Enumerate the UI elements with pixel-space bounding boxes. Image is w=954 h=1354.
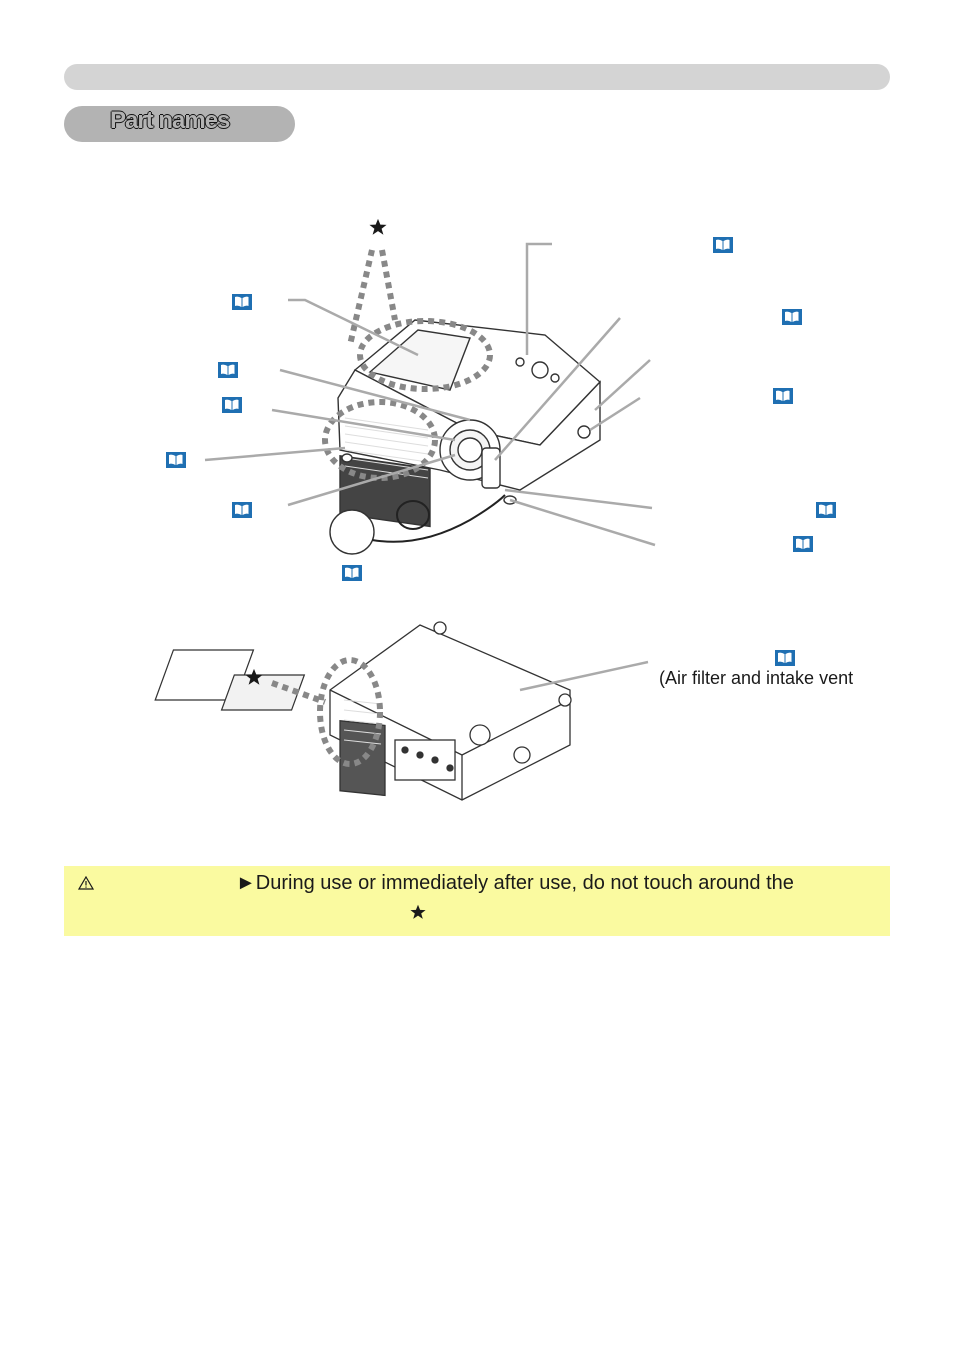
bottom-hot-area-marker — [270, 657, 383, 767]
ref-book-icon — [793, 536, 813, 552]
star-icon — [369, 218, 387, 235]
ref-book-icon — [782, 309, 802, 325]
leader-lines — [204, 242, 656, 547]
ref-book-icon — [713, 237, 733, 253]
ref-book-icon — [775, 650, 795, 666]
header-bar — [64, 64, 890, 90]
section-title-pill — [64, 106, 295, 142]
ref-book-icon — [773, 388, 793, 404]
caution-box — [64, 866, 890, 936]
ref-book-icon — [342, 565, 362, 581]
caution-text: ►During use or immediately after use, do… — [236, 872, 794, 894]
projector-bottom-view — [154, 621, 572, 801]
ref-book-icon — [166, 452, 186, 468]
ref-book-icon — [232, 502, 252, 518]
section-title: Part names — [110, 107, 230, 134]
air-filter-note: (Air filter and intake vent — [659, 668, 854, 688]
hot-area-markers — [322, 249, 493, 481]
ref-book-icon — [816, 502, 836, 518]
ref-book-icon — [218, 362, 238, 378]
leader-line-air-filter — [519, 660, 649, 692]
warning-triangle-icon — [78, 876, 94, 890]
lens-cap — [329, 494, 506, 555]
projector-front-view — [337, 319, 602, 528]
star-icon — [410, 904, 426, 919]
ref-book-icon — [232, 294, 252, 310]
ref-book-icon — [222, 397, 242, 413]
